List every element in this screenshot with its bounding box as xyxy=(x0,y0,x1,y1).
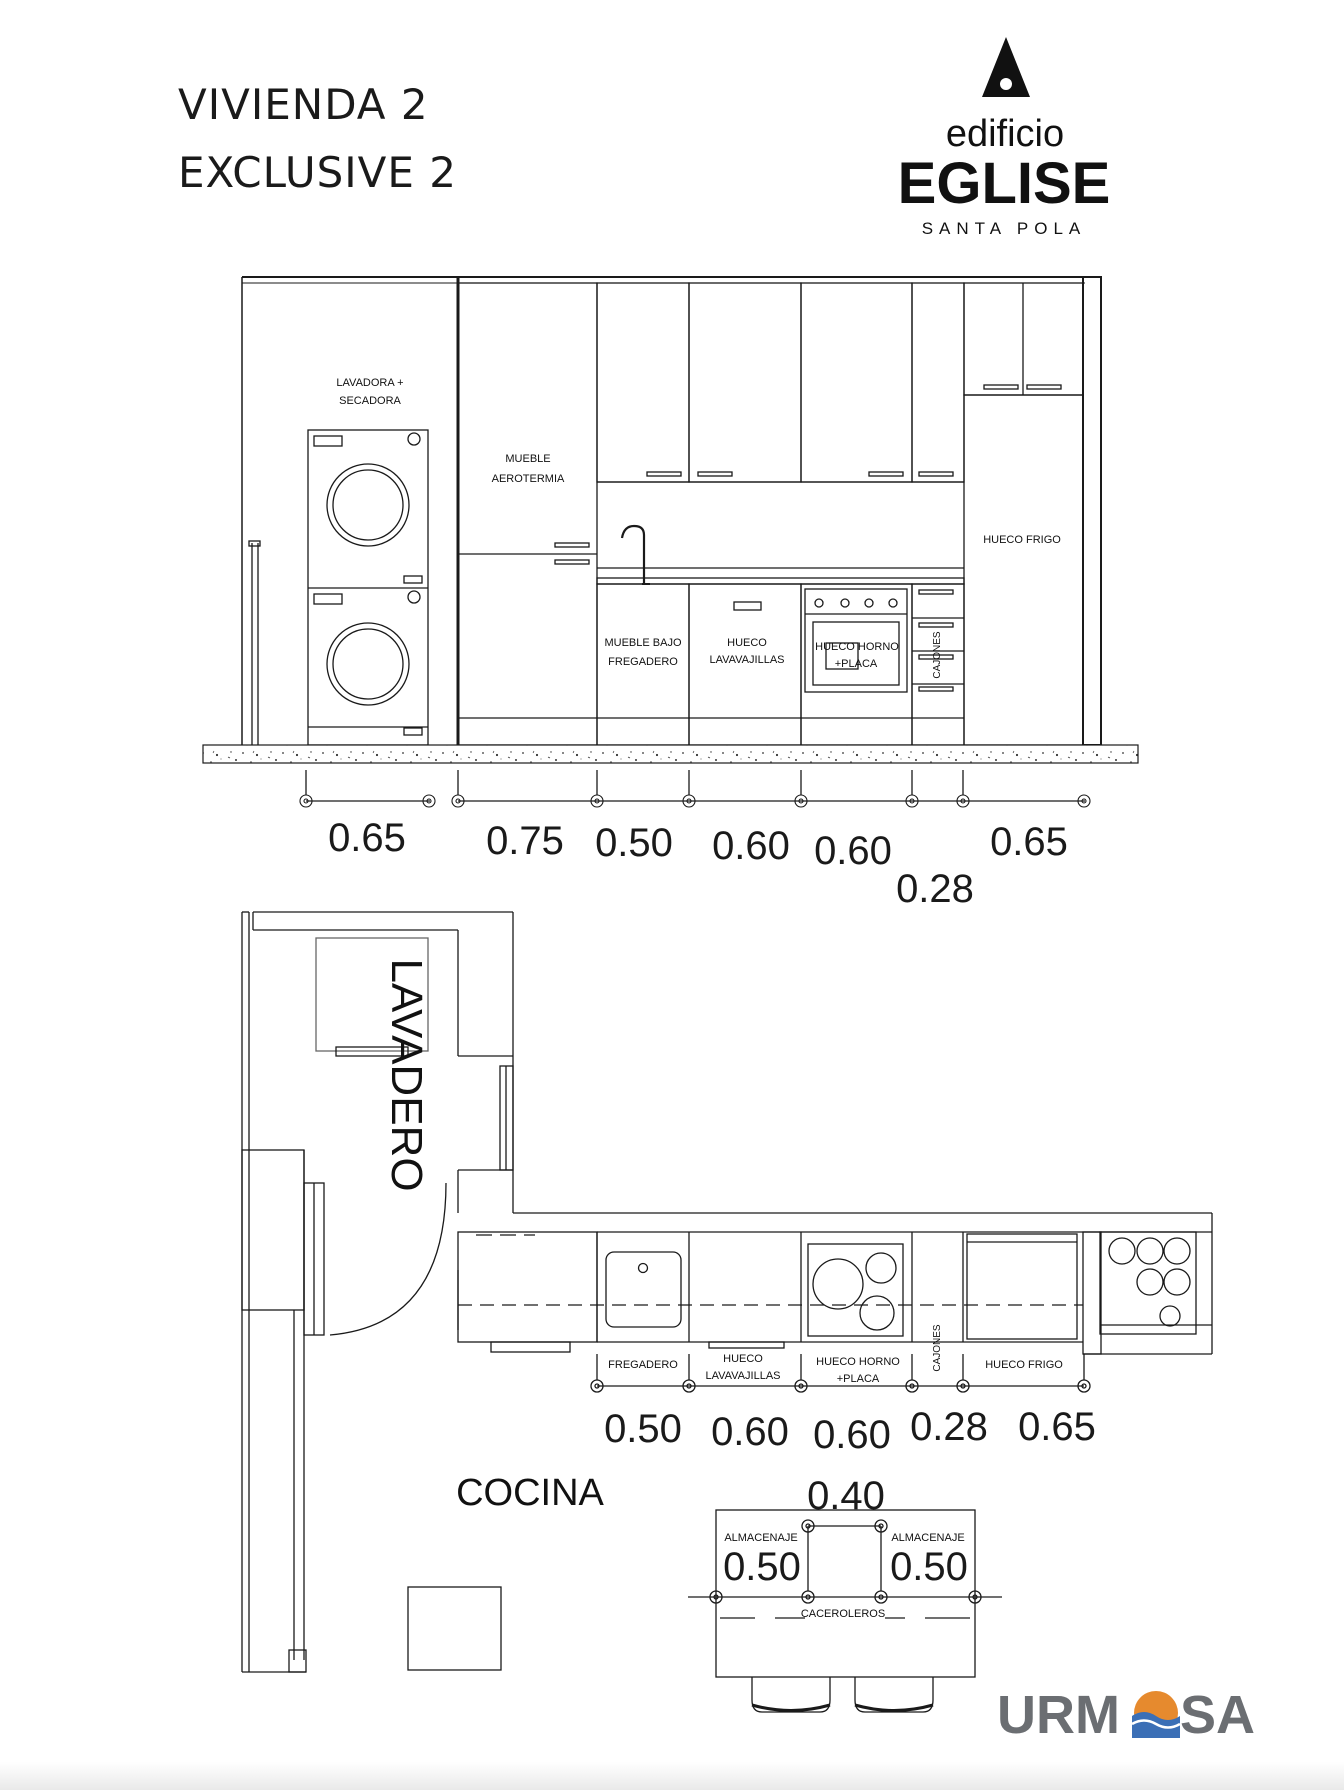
elev-dim-fregadero: 0.50 xyxy=(595,821,673,865)
brand-line-3: SANTA POLA xyxy=(922,219,1087,238)
plan-dimension-line xyxy=(590,1354,1091,1393)
elev-dim-aerotermia: 0.75 xyxy=(486,819,564,863)
island-dim-top: 0.40 xyxy=(807,1474,885,1518)
label-lavavajillas-elev-1: HUECO xyxy=(727,637,767,649)
brand-line-1: edificio xyxy=(946,113,1064,155)
label-aerotermia-1: MUEBLE xyxy=(505,453,550,465)
label-fregadero-elev-1: MUEBLE BAJO xyxy=(604,637,681,649)
elev-dim-lavavajillas: 0.60 xyxy=(712,824,790,868)
label-fregadero-plan: FREGADERO xyxy=(608,1359,678,1371)
brand-triangle-icon xyxy=(982,37,1030,97)
label-fregadero-elev-2: FREGADERO xyxy=(608,656,678,668)
label-frigo-elev: HUECO FRIGO xyxy=(983,534,1061,546)
label-cajones-plan: CAJONES xyxy=(932,1324,943,1372)
title-line-1: VIVIENDA 2 xyxy=(178,80,429,129)
elev-dim-horno: 0.60 xyxy=(814,829,892,873)
label-horno-plan-2: +PLACA xyxy=(837,1373,880,1385)
plan-dim-horno: 0.60 xyxy=(813,1413,891,1457)
kitchen-island xyxy=(688,1509,1002,1713)
sun-wave-icon xyxy=(1131,1691,1181,1738)
kitchen-plan xyxy=(241,911,1213,1713)
plan-dim-frigo: 0.65 xyxy=(1018,1405,1096,1449)
title-line-2: EXCLUSIVE 2 xyxy=(178,148,458,197)
label-lavavajillas-plan-1: HUECO xyxy=(723,1353,763,1365)
label-lavavajillas-elev-2: LAVAVAJILLAS xyxy=(709,654,784,666)
room-cocina: COCINA xyxy=(456,1472,604,1514)
plan-dim-lavavajillas: 0.60 xyxy=(711,1410,789,1454)
page-bottom-edge xyxy=(0,1762,1344,1790)
label-lavadora-2: SECADORA xyxy=(339,395,401,407)
logo-text-right: SA xyxy=(1180,1685,1255,1745)
kitchen-elevation xyxy=(202,276,1139,808)
elev-dim-washer: 0.65 xyxy=(328,816,406,860)
island-dim-left: 0.50 xyxy=(723,1545,801,1589)
plan-dim-cajones: 0.28 xyxy=(910,1405,988,1449)
logo-text-left: URM xyxy=(997,1685,1120,1745)
elevation-dimension-line xyxy=(299,770,1091,808)
label-cajones-elev: CAJONES xyxy=(932,631,943,679)
room-lavadero: LAVADERO xyxy=(382,958,431,1191)
label-aerotermia-2: AEROTERMIA xyxy=(492,473,565,485)
elev-dim-cajones: 0.28 xyxy=(896,867,974,911)
brand-line-2: EGLISE xyxy=(898,151,1111,216)
label-horno-plan-1: HUECO HORNO xyxy=(816,1356,900,1368)
urmosa-logo: URM SA xyxy=(997,1685,1255,1745)
label-horno-elev-1: HUECO HORNO xyxy=(815,641,899,653)
label-lavavajillas-plan-2: LAVAVAJILLAS xyxy=(705,1370,780,1382)
label-lavadora-1: LAVADORA + xyxy=(336,377,403,389)
label-frigo-plan: HUECO FRIGO xyxy=(985,1359,1063,1371)
label-almacenaje-left: ALMACENAJE xyxy=(724,1532,797,1544)
plan-dim-fregadero: 0.50 xyxy=(604,1407,682,1451)
island-dim-right: 0.50 xyxy=(890,1545,968,1589)
label-horno-elev-2: +PLACA xyxy=(835,658,878,670)
brand-logo: edificio EGLISE SANTA POLA xyxy=(898,37,1111,238)
elev-dim-frigo: 0.65 xyxy=(990,820,1068,864)
label-caceroleros: CACEROLEROS xyxy=(801,1608,885,1620)
label-almacenaje-right: ALMACENAJE xyxy=(891,1532,964,1544)
